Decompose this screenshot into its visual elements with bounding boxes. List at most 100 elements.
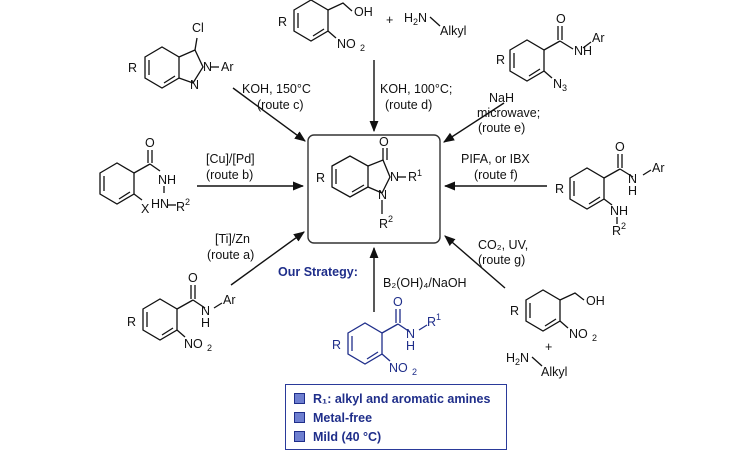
nh-label: NH — [610, 204, 628, 218]
route-g-reagents: R OH NO 2 + H2N Alkyl — [506, 289, 605, 379]
r2-label: R — [176, 200, 185, 214]
route-e-arrow — [443, 102, 505, 143]
r-label: R — [128, 61, 137, 75]
o-label: O — [393, 295, 403, 309]
o-label: O — [556, 12, 566, 26]
n-label: N — [406, 327, 415, 341]
route-a-arrow — [230, 231, 305, 286]
alkyl-label: Alkyl — [440, 24, 466, 38]
r2-label: R — [612, 224, 621, 238]
ar-label: Ar — [223, 293, 236, 307]
nh-label: NH — [158, 173, 176, 187]
checkbox-icon — [294, 431, 305, 442]
h2n-label: H2N — [506, 351, 529, 367]
alkyl-label: Alkyl — [541, 365, 567, 379]
n-label: N — [378, 188, 387, 202]
no2-sub: 2 — [207, 343, 212, 353]
n-label: N — [203, 60, 212, 74]
strategy-reagent: B₂(OH)₄/NaOH — [383, 276, 467, 290]
route-g-reagent: CO₂, UV, — [478, 238, 528, 252]
route-c-chloroindazole: Cl N N Ar R — [128, 21, 234, 92]
r1-sub: 1 — [417, 168, 422, 178]
no2-sub: 2 — [412, 367, 417, 377]
route-a-reagent: [Ti]/Zn — [215, 232, 250, 246]
route-b-hydrazide: O NH X HN R 2 — [99, 136, 190, 216]
o-label: O — [145, 136, 155, 150]
nh-label: NH — [574, 44, 592, 58]
no2-sub: 2 — [592, 333, 597, 343]
feature-label: Metal-free — [313, 410, 373, 425]
r-label: R — [332, 338, 341, 352]
no2-label: NO — [389, 361, 408, 375]
features-box: R₁: alkyl and aromatic amines Metal-free… — [285, 384, 507, 450]
ar-label: Ar — [652, 161, 665, 175]
feature-item: Metal-free — [292, 408, 500, 427]
h-label: H — [201, 316, 210, 330]
strategy-substrate: O N H R 1 NO 2 R — [332, 295, 441, 377]
n-label: N — [628, 172, 637, 186]
feature-item: R₁: alkyl and aromatic amines — [292, 389, 500, 408]
route-c-arrow — [232, 87, 306, 142]
r2-label: R — [379, 217, 388, 231]
feature-label: Mild (40 °C) — [313, 429, 382, 444]
plus-sign: + — [386, 13, 393, 27]
route-e-reagent-1: NaH — [489, 91, 514, 105]
r2-sub: 2 — [185, 197, 190, 207]
route-d-label: (route d) — [385, 98, 432, 112]
h-label: H — [628, 184, 637, 198]
cl-label: Cl — [192, 21, 204, 35]
route-e-reagent-2: microwave; — [477, 106, 540, 120]
route-f-label: (route f) — [474, 168, 518, 182]
feature-label: R₁: alkyl and aromatic amines — [313, 391, 491, 406]
route-d-reagent: KOH, 100°C; — [380, 82, 452, 96]
r2-sub: 2 — [621, 221, 626, 231]
route-c-reagent: KOH, 150°C — [242, 82, 311, 96]
r1-label: R — [408, 170, 417, 184]
r-label: R — [555, 182, 564, 196]
h2n-label: H2N — [404, 11, 427, 27]
r-label: R — [127, 315, 136, 329]
r-label: R — [510, 304, 519, 318]
r1-sub: 1 — [436, 312, 441, 322]
no2-label: NO — [569, 327, 588, 341]
route-e-label: (route e) — [478, 121, 525, 135]
h-label: H — [406, 339, 415, 353]
route-g-arrow — [444, 235, 506, 289]
hn-label: HN — [151, 197, 169, 211]
r-label: R — [496, 53, 505, 67]
route-b-label: (route b) — [206, 168, 253, 182]
route-f-aminobenzamide: O N H Ar NH R 2 R — [555, 140, 665, 238]
no2-label: NO — [337, 37, 356, 51]
n-label: N — [390, 170, 399, 184]
r1-label: R — [427, 315, 436, 329]
n-label: N — [201, 304, 210, 318]
n3-sub: 3 — [562, 83, 567, 93]
no2-label: NO — [184, 337, 203, 351]
no2-sub: 2 — [360, 43, 365, 53]
product-indazolone: R O N R 1 N R 2 — [307, 134, 441, 244]
o-label: O — [379, 135, 389, 149]
route-a-label: (route a) — [207, 248, 254, 262]
route-c-label: (route c) — [257, 98, 304, 112]
route-e-azidobenzamide: O NH Ar N 3 R — [496, 12, 605, 93]
x-label: X — [141, 202, 150, 216]
strategy-title: Our Strategy: — [278, 265, 358, 279]
r2-sub: 2 — [388, 214, 393, 224]
checkbox-icon — [294, 412, 305, 423]
checkbox-icon — [294, 393, 305, 404]
oh-label: OH — [586, 294, 605, 308]
route-g-label: (route g) — [478, 253, 525, 267]
n-label: N — [190, 78, 199, 92]
ar-label: Ar — [592, 31, 605, 45]
route-b-reagent: [Cu]/[Pd] — [206, 152, 255, 166]
o-label: O — [615, 140, 625, 154]
r-label: R — [316, 171, 325, 185]
n3-label: N — [553, 77, 562, 91]
feature-item: Mild (40 °C) — [292, 427, 500, 446]
r-label: R — [278, 15, 287, 29]
route-a-nitrobenzamide: O N H Ar NO 2 R — [127, 271, 236, 353]
oh-label: OH — [354, 5, 373, 19]
o-label: O — [188, 271, 198, 285]
ar-label: Ar — [221, 60, 234, 74]
